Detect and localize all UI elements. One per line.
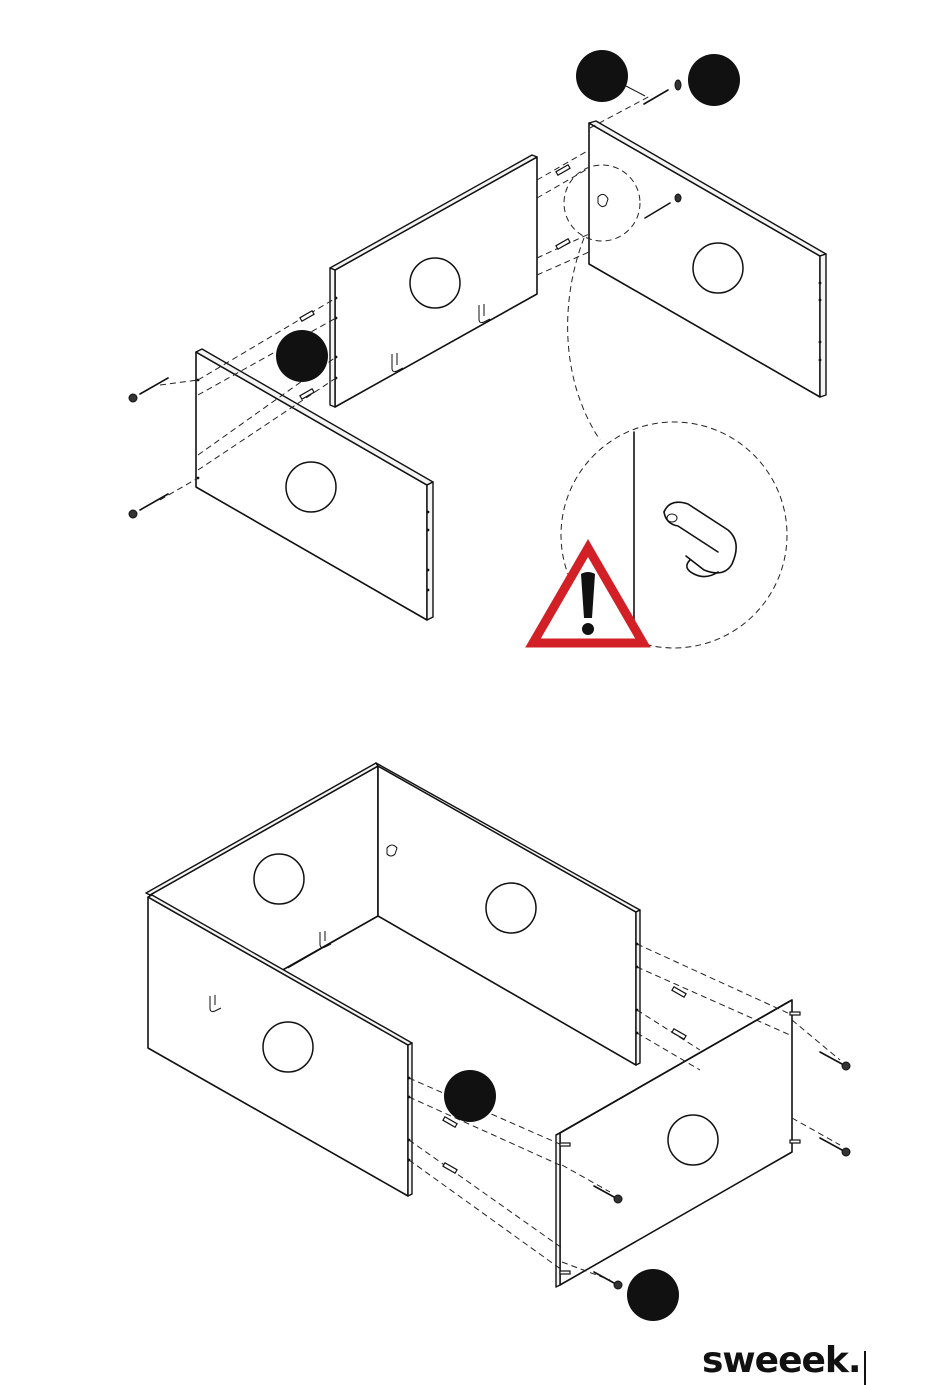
brand-logo: sweeek.: [702, 1338, 861, 1384]
panel-right: [589, 121, 826, 397]
step-badge-icon: [276, 330, 328, 382]
step-1-exploded-view: [129, 50, 826, 648]
step-badge-icon: [444, 1070, 496, 1122]
screws-left: [129, 378, 168, 518]
handle-hole: [486, 883, 536, 933]
handle-hole: [263, 1022, 313, 1072]
step-2-assembled-view: [146, 763, 850, 1321]
handle-hole: [254, 854, 304, 904]
panel-back: [330, 155, 537, 407]
panel-left: [196, 349, 433, 620]
handle-hole: [286, 462, 336, 512]
handle-hole: [693, 243, 743, 293]
handle-hole: [410, 258, 460, 308]
warning-triangle-icon: [533, 548, 643, 643]
step-badge-icon: [576, 50, 628, 102]
handle-hole: [668, 1115, 718, 1165]
step-badge-icon: [688, 54, 740, 106]
brand-divider: [864, 1351, 866, 1385]
step-badge-icon: [627, 1269, 679, 1321]
